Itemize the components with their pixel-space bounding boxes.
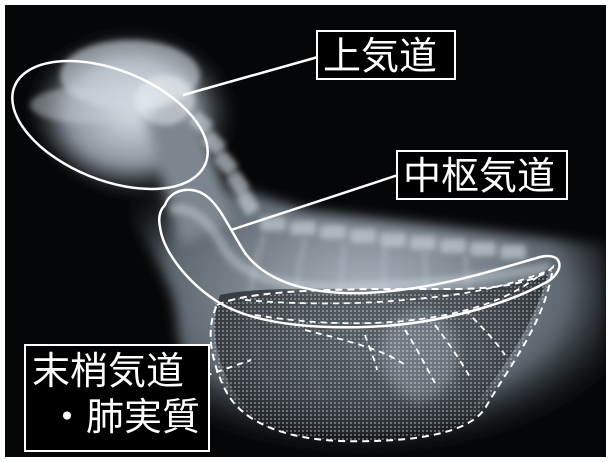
central-airway-label: 中枢気道 bbox=[396, 150, 568, 200]
bronchial-tree-lines bbox=[244, 269, 551, 384]
central-airway-pointer-line bbox=[230, 173, 399, 232]
upper-airway-outline bbox=[11, 59, 209, 191]
upper-airway-label-text: 上気道 bbox=[323, 34, 438, 78]
peripheral-airway-label-line1: 末梢気道 bbox=[32, 349, 185, 393]
upper-airway-pointer-line bbox=[182, 55, 319, 97]
peripheral-airway-label: 末梢気道 ・肺実質 bbox=[24, 344, 210, 452]
peripheral-airway-label-line2: ・肺実質 bbox=[48, 395, 201, 439]
central-airway-outline bbox=[157, 188, 561, 329]
upper-airway-label: 上気道 bbox=[316, 30, 456, 80]
thoracic-spine bbox=[260, 217, 526, 259]
cervical-spine bbox=[189, 111, 259, 216]
trachea-shadow bbox=[168, 204, 551, 293]
central-airway-label-text: 中枢気道 bbox=[403, 154, 556, 198]
